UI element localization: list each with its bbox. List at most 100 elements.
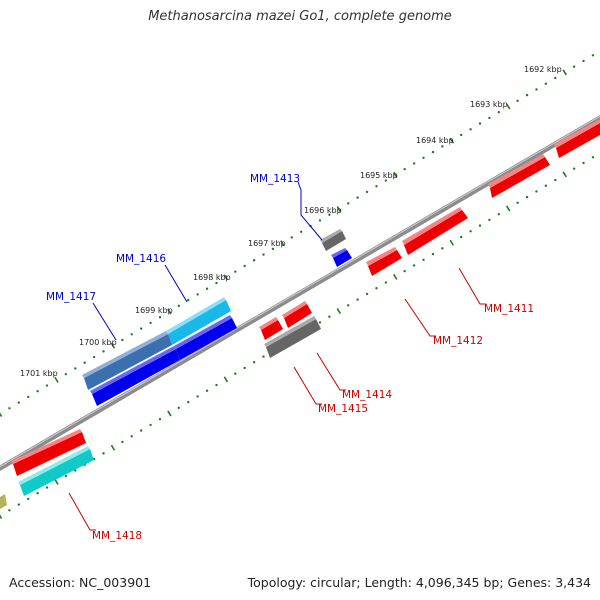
ruler-dot bbox=[262, 253, 265, 256]
ruler-tick bbox=[0, 412, 3, 417]
gene-arrow-mm1413-blue[interactable] bbox=[331, 248, 352, 267]
ruler-dot bbox=[516, 201, 519, 205]
ruler-dot bbox=[27, 497, 30, 501]
ruler-dot bbox=[17, 503, 21, 506]
gene-arrow-mm1415[interactable] bbox=[259, 317, 283, 340]
gene-arrow-mm1411b[interactable] bbox=[366, 247, 402, 276]
ruler-dot bbox=[459, 133, 463, 137]
ruler-dot bbox=[365, 190, 369, 194]
ruler-tick bbox=[167, 410, 172, 417]
gene-arrow-mm1418-red[interactable] bbox=[11, 429, 86, 476]
ruler-dot bbox=[459, 235, 463, 239]
ruler-dot bbox=[92, 355, 96, 359]
ruler-dot bbox=[516, 99, 519, 103]
ruler-dot bbox=[158, 316, 162, 319]
ruler-dot bbox=[27, 395, 30, 399]
ruler-tick bbox=[110, 444, 116, 451]
ruler-tick bbox=[449, 137, 454, 144]
gene-label-leaders bbox=[68, 181, 486, 531]
ruler-dot bbox=[403, 269, 406, 273]
ruler-dot bbox=[582, 161, 585, 165]
ruler-dot bbox=[535, 88, 538, 91]
ruler-dot bbox=[64, 474, 68, 478]
ruler-tick bbox=[54, 376, 59, 383]
ruler-dot bbox=[422, 156, 425, 159]
gene-labels: MM_1413 MM_1416 MM_1417 MM_1411 MM_1412 … bbox=[46, 173, 534, 542]
gene-arrow-mm1413-gray[interactable] bbox=[320, 229, 346, 251]
ruler-dot bbox=[243, 264, 246, 268]
ruler-dot bbox=[441, 145, 444, 148]
ruler-dot bbox=[525, 93, 529, 97]
ruler-dot bbox=[102, 350, 105, 353]
scale-label-1700: 1700 kbp bbox=[79, 338, 117, 347]
ruler-dot bbox=[149, 321, 152, 325]
ruler-dot bbox=[74, 367, 77, 370]
ruler-dot bbox=[196, 395, 199, 398]
gene-arrow-mm1418-cyan[interactable] bbox=[18, 446, 94, 496]
ruler-dot bbox=[45, 486, 49, 489]
scale-label-1701: 1701 kbp bbox=[20, 369, 58, 378]
ruler-dot bbox=[121, 338, 124, 342]
ruler-dot bbox=[318, 321, 322, 324]
ruler-dot bbox=[8, 509, 11, 512]
ruler-dot bbox=[375, 287, 378, 290]
gene-label-mm1414[interactable]: MM_1414 bbox=[342, 389, 392, 401]
ruler-dot bbox=[591, 156, 595, 159]
ruler-tick bbox=[505, 205, 511, 212]
ruler-dot bbox=[431, 150, 435, 154]
gene-label-mm1417[interactable]: MM_1417 bbox=[46, 291, 96, 303]
ruler-dot bbox=[365, 292, 369, 296]
gene-arrow-mm1417-blue[interactable] bbox=[90, 346, 180, 406]
ruler-dot bbox=[262, 355, 265, 358]
gene-label-mm1413[interactable]: MM_1413 bbox=[250, 173, 300, 185]
gene-label-mm1416[interactable]: MM_1416 bbox=[116, 253, 166, 265]
gene-arrow-mm1417-steel[interactable] bbox=[82, 331, 172, 390]
ruler-dot bbox=[375, 185, 378, 188]
scale-labels: 1692 kbp 1693 kbp 1694 kbp 1695 kbp 1696… bbox=[20, 65, 562, 378]
gene-arrow-mm1414-gray[interactable] bbox=[264, 316, 321, 358]
ruler-dot bbox=[139, 429, 143, 432]
gene-label-mm1415[interactable]: MM_1415 bbox=[318, 403, 368, 415]
genome-stats-text: Topology: circular; Length: 4,096,345 bp… bbox=[247, 575, 591, 590]
ruler-dot bbox=[187, 298, 190, 302]
gene-arrow-mm1416-blue[interactable] bbox=[174, 315, 237, 360]
ruler-dot bbox=[488, 116, 491, 120]
ruler-dot bbox=[149, 423, 152, 427]
ruler-tick bbox=[449, 239, 454, 246]
gene-arrow-mm1416-cyan[interactable] bbox=[166, 297, 231, 345]
ruler-dot bbox=[582, 59, 585, 63]
gene-features bbox=[0, 119, 600, 509]
ruler-dot bbox=[64, 372, 68, 376]
ruler-tick bbox=[505, 103, 511, 110]
ruler-dot bbox=[299, 230, 303, 233]
ruler-dot bbox=[356, 298, 359, 301]
ruler-dot bbox=[572, 167, 576, 170]
gene-arrow-left-edge[interactable] bbox=[0, 494, 7, 509]
ruler-dot bbox=[215, 383, 218, 387]
ruler-dot bbox=[544, 184, 548, 187]
scale-label-1694: 1694 kbp bbox=[416, 136, 454, 145]
ruler-dot bbox=[205, 287, 209, 290]
gene-arrow-mm1411a[interactable] bbox=[488, 154, 550, 198]
ruler-dot bbox=[36, 492, 39, 495]
outer-ruler-track bbox=[0, 54, 595, 417]
gene-arrow-mm1412[interactable] bbox=[402, 207, 468, 255]
ruler-dot bbox=[328, 213, 331, 216]
ruler-dot bbox=[158, 418, 162, 421]
ruler-tick bbox=[110, 342, 116, 349]
ruler-dot bbox=[478, 224, 482, 227]
ruler-dot bbox=[535, 190, 538, 193]
gene-label-mm1411[interactable]: MM_1411 bbox=[484, 303, 534, 315]
ruler-dot bbox=[356, 196, 359, 199]
ruler-dot bbox=[215, 281, 218, 285]
genome-backbone bbox=[0, 114, 600, 472]
gene-label-mm1418[interactable]: MM_1418 bbox=[92, 530, 142, 542]
gene-arrow-mm1414-red[interactable] bbox=[282, 301, 312, 328]
ruler-dot bbox=[478, 122, 482, 125]
gene-arrow-right-edge[interactable] bbox=[554, 119, 600, 158]
gene-label-mm1412[interactable]: MM_1412 bbox=[433, 335, 483, 347]
ruler-dot bbox=[102, 452, 105, 455]
ruler-dot bbox=[130, 333, 133, 336]
ruler-dot bbox=[45, 384, 49, 387]
